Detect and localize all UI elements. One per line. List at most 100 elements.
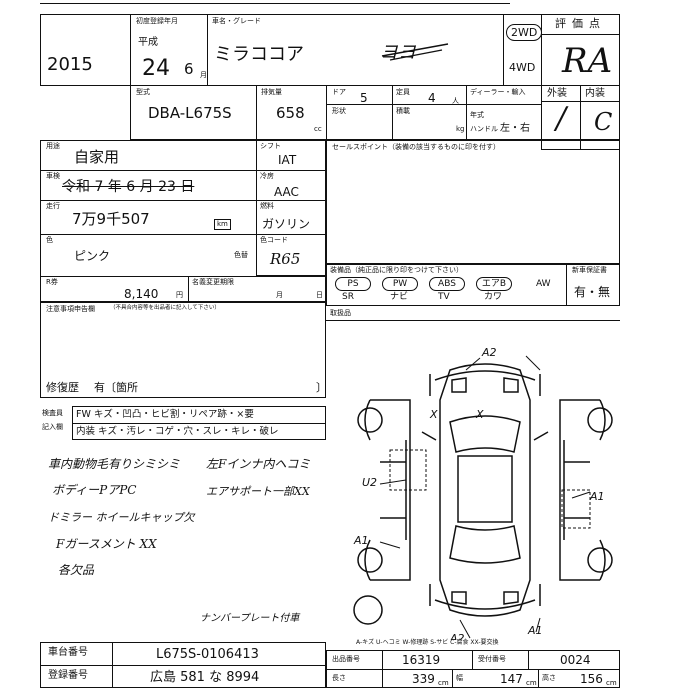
width-label: 幅 — [456, 674, 463, 682]
reg-label: 登録番号 — [48, 670, 88, 681]
repair-close: 〕 — [316, 381, 327, 394]
mark-1: A2 — [481, 346, 497, 359]
displacement-label: 排気量 — [261, 88, 282, 96]
shift: IAT — [278, 153, 297, 167]
inspection-label: 車検 — [46, 172, 60, 180]
use: 自家用 — [74, 148, 120, 166]
inspector-row1: FW キズ・凹凸・ヒビ割・リペア跡・×要 — [76, 409, 254, 420]
model-label: 型式 — [136, 88, 150, 96]
person: 人 — [452, 97, 459, 105]
doors-label: ドア — [332, 88, 346, 96]
mileage: 7万9千507 — [72, 210, 150, 228]
divider — [188, 276, 189, 302]
interior-grade: C — [594, 108, 613, 136]
width: 147 — [500, 672, 523, 686]
capacity-label: 定員 — [396, 88, 410, 96]
recycle: 8,140 — [124, 287, 159, 301]
inspector-label2: 記入欄 — [42, 423, 63, 431]
note-7: エアサポート一部XX — [206, 485, 310, 498]
body-outline — [439, 363, 531, 617]
load-label: 積載 — [396, 107, 410, 115]
mark-3: X — [475, 408, 484, 421]
divider — [382, 650, 383, 688]
type-label: 形状 — [332, 107, 346, 115]
damage-legend: A-キズ U-ヘコミ W-修理跡 S-サビ C-腐食 XX-要交換 — [356, 639, 499, 646]
exterior-label: 外装 — [547, 88, 567, 99]
option-abs: ABS — [429, 277, 465, 291]
month-suffix: 月 — [200, 71, 207, 79]
divider — [541, 14, 542, 150]
kg: kg — [456, 125, 465, 133]
lot-label: 車台番号 — [48, 647, 88, 658]
note-5: 各欠品 — [58, 563, 95, 577]
divider — [72, 423, 326, 424]
option-airbag: エアB — [476, 277, 512, 291]
nav-label: 新車保証書 — [572, 266, 607, 274]
divider — [326, 104, 541, 105]
length-label: 長さ — [332, 674, 346, 682]
equip-label: 装備品（純正品に限り印をつけて下さい） — [330, 266, 463, 274]
deadline-day: 日 — [316, 291, 323, 299]
selling-points-label: セールスポイント（装備の該当するものに印を付す） — [332, 143, 500, 151]
mark-8: A1 — [527, 624, 543, 637]
model: DBA-L675S — [148, 104, 232, 122]
reg: 広島 581 な 8994 — [150, 670, 260, 685]
divider — [326, 86, 327, 140]
score-label: 評価点 — [555, 17, 606, 30]
note-2: ボディーPアPC — [52, 483, 137, 497]
divider — [326, 320, 620, 321]
displacement: 658 — [276, 104, 305, 122]
year-label: 年式 — [470, 111, 484, 119]
divider — [130, 14, 131, 140]
inspector-row2: 内装 キズ・汚レ・コゲ・穴・スレ・キレ・破レ — [76, 426, 279, 437]
mark-7: A2 — [449, 632, 465, 640]
reg-month: 6 — [184, 60, 194, 78]
option-leather: カワ — [484, 292, 503, 302]
notes-sub: （不具合内容等を出品者に記入して下さい） — [110, 305, 220, 311]
shift-label: シフト — [260, 142, 281, 150]
yen: 円 — [176, 291, 183, 299]
inspector-label: 検査員 — [42, 409, 63, 417]
note-4: Fガースメント XX — [56, 537, 157, 551]
year: 2015 — [47, 54, 93, 75]
divider — [40, 276, 326, 277]
score: RA — [562, 41, 613, 81]
divider — [472, 650, 473, 669]
color-code: R65 — [270, 250, 301, 268]
handle: 左・右 — [500, 123, 530, 134]
divider — [541, 34, 620, 35]
lot: L675S-0106413 — [156, 647, 259, 662]
divider — [326, 669, 620, 670]
nav-value: 有・無 — [574, 285, 611, 299]
seat-label: 受付番号 — [478, 655, 506, 663]
selling-points-box — [326, 140, 620, 264]
divider — [256, 86, 257, 140]
doors: 5 — [360, 91, 368, 105]
divider — [40, 170, 326, 171]
notes-box — [40, 302, 326, 398]
repair-label: 修復歴 — [46, 381, 79, 394]
divider — [207, 14, 208, 86]
car-name: ミラココア — [214, 44, 304, 65]
divider — [452, 669, 453, 688]
mark-5: A1 — [589, 490, 605, 503]
aircon-label: 冷房 — [260, 172, 274, 180]
plate-note: ナンバープレート付車 — [200, 613, 300, 624]
exterior-grade: / — [556, 101, 567, 136]
auction-label: 出品番号 — [332, 655, 360, 663]
dealer-label: ディーラー・輸入 — [470, 88, 526, 96]
era: 平成 — [138, 37, 158, 48]
trans-box — [256, 140, 326, 276]
deadline-month: 月 — [276, 291, 283, 299]
capacity: 4 — [428, 91, 436, 105]
drive-2wd: 2WD — [506, 24, 543, 41]
cc: cc — [314, 125, 322, 133]
repair: 有〔箇所 — [94, 381, 138, 394]
option-ps: PS — [335, 277, 371, 291]
option-navi: ナビ — [390, 292, 409, 302]
height-label: 高さ — [542, 674, 556, 682]
cm-3: cm — [606, 679, 617, 687]
divider — [580, 86, 581, 150]
drive-4wd: 4WD — [509, 61, 536, 74]
